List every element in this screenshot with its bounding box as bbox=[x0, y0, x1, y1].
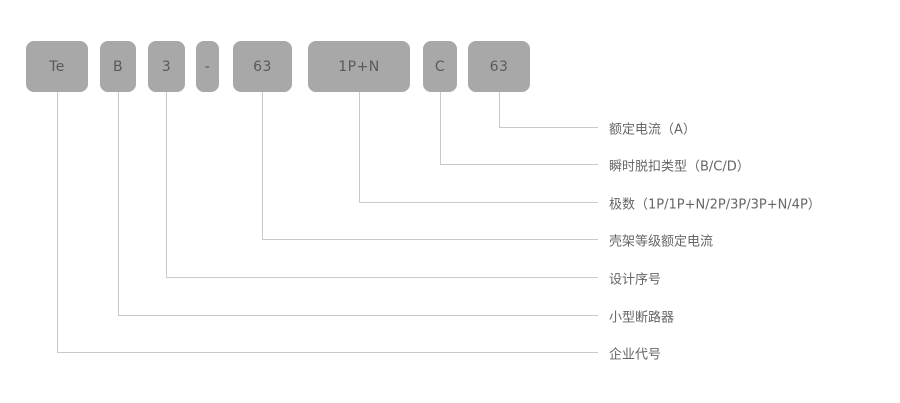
connector-manufacturer bbox=[57, 92, 598, 353]
annotation-manufacturer: 企业代号 bbox=[609, 347, 662, 363]
code-box-rated-current: 63 bbox=[468, 41, 530, 92]
code-box-design-number: 3 bbox=[148, 41, 185, 92]
code-box-manufacturer: Te bbox=[26, 41, 88, 92]
annotation-frame-current: 壳架等级额定电流 bbox=[609, 234, 714, 250]
connector-rated-current bbox=[499, 92, 598, 128]
annotation-poles: 极数（1P/1P+N/2P/3P/3P+N/4P） bbox=[609, 197, 821, 213]
annotation-breaker-type: 小型断路器 bbox=[609, 310, 675, 326]
connector-design-number bbox=[166, 92, 598, 278]
connector-breaker-type bbox=[118, 92, 598, 316]
code-box-breaker-type: B bbox=[100, 41, 136, 92]
connector-trip-type bbox=[440, 92, 598, 165]
code-box-trip-type: C bbox=[423, 41, 457, 92]
connector-frame-current bbox=[262, 92, 598, 240]
annotation-rated-current: 额定电流（A） bbox=[609, 122, 696, 138]
code-box-frame-current: 63 bbox=[233, 41, 292, 92]
connector-poles bbox=[359, 92, 598, 203]
annotation-design-number: 设计序号 bbox=[609, 272, 662, 288]
code-box-poles: 1P+N bbox=[308, 41, 410, 92]
code-box-dash: - bbox=[196, 41, 219, 92]
annotation-trip-type: 瞬时脱扣类型（B/C/D） bbox=[609, 159, 750, 175]
